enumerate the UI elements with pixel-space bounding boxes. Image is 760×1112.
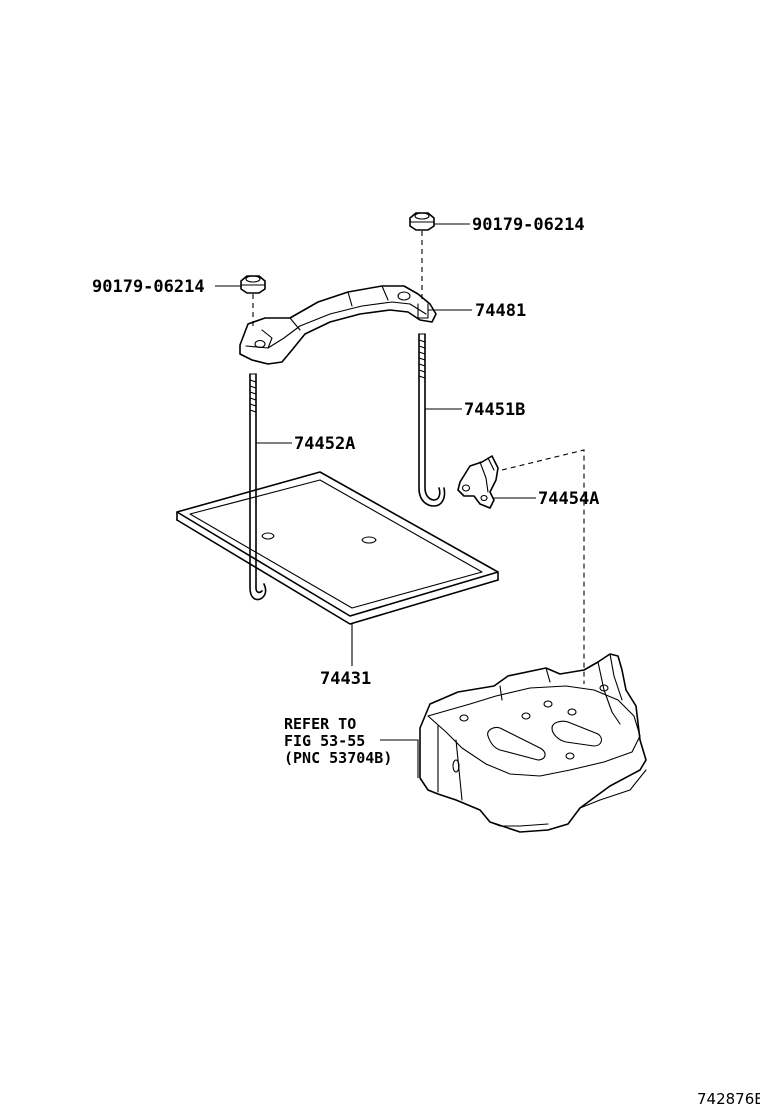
diagram-code: 742876B: [697, 1090, 760, 1108]
battery-bracket: [457, 455, 499, 509]
leader-reference: [380, 739, 419, 778]
label-nut-left: 90179-06214: [92, 277, 205, 297]
battery-tray: [176, 471, 499, 625]
label-bracket: 74454A: [538, 489, 599, 509]
label-nut-top: 90179-06214: [472, 215, 585, 235]
label-bolt-left: 74452A: [294, 434, 355, 454]
battery-clamp: [239, 285, 437, 365]
battery-carrier: [419, 653, 647, 833]
nut-left: [240, 275, 266, 294]
nut-top: [409, 212, 435, 231]
label-bolt-right: 74451B: [464, 400, 525, 420]
refer-line-2: FIG 53-55: [284, 732, 365, 750]
bracket-guide: [501, 449, 585, 684]
refer-line-1: REFER TO: [284, 715, 356, 733]
label-tray: 74431: [320, 669, 371, 689]
hook-bolt-left: [249, 373, 267, 601]
label-clamp: 74481: [475, 301, 526, 321]
refer-line-3: (PNC 53704B): [284, 749, 392, 767]
hook-bolt-right: [418, 333, 446, 507]
